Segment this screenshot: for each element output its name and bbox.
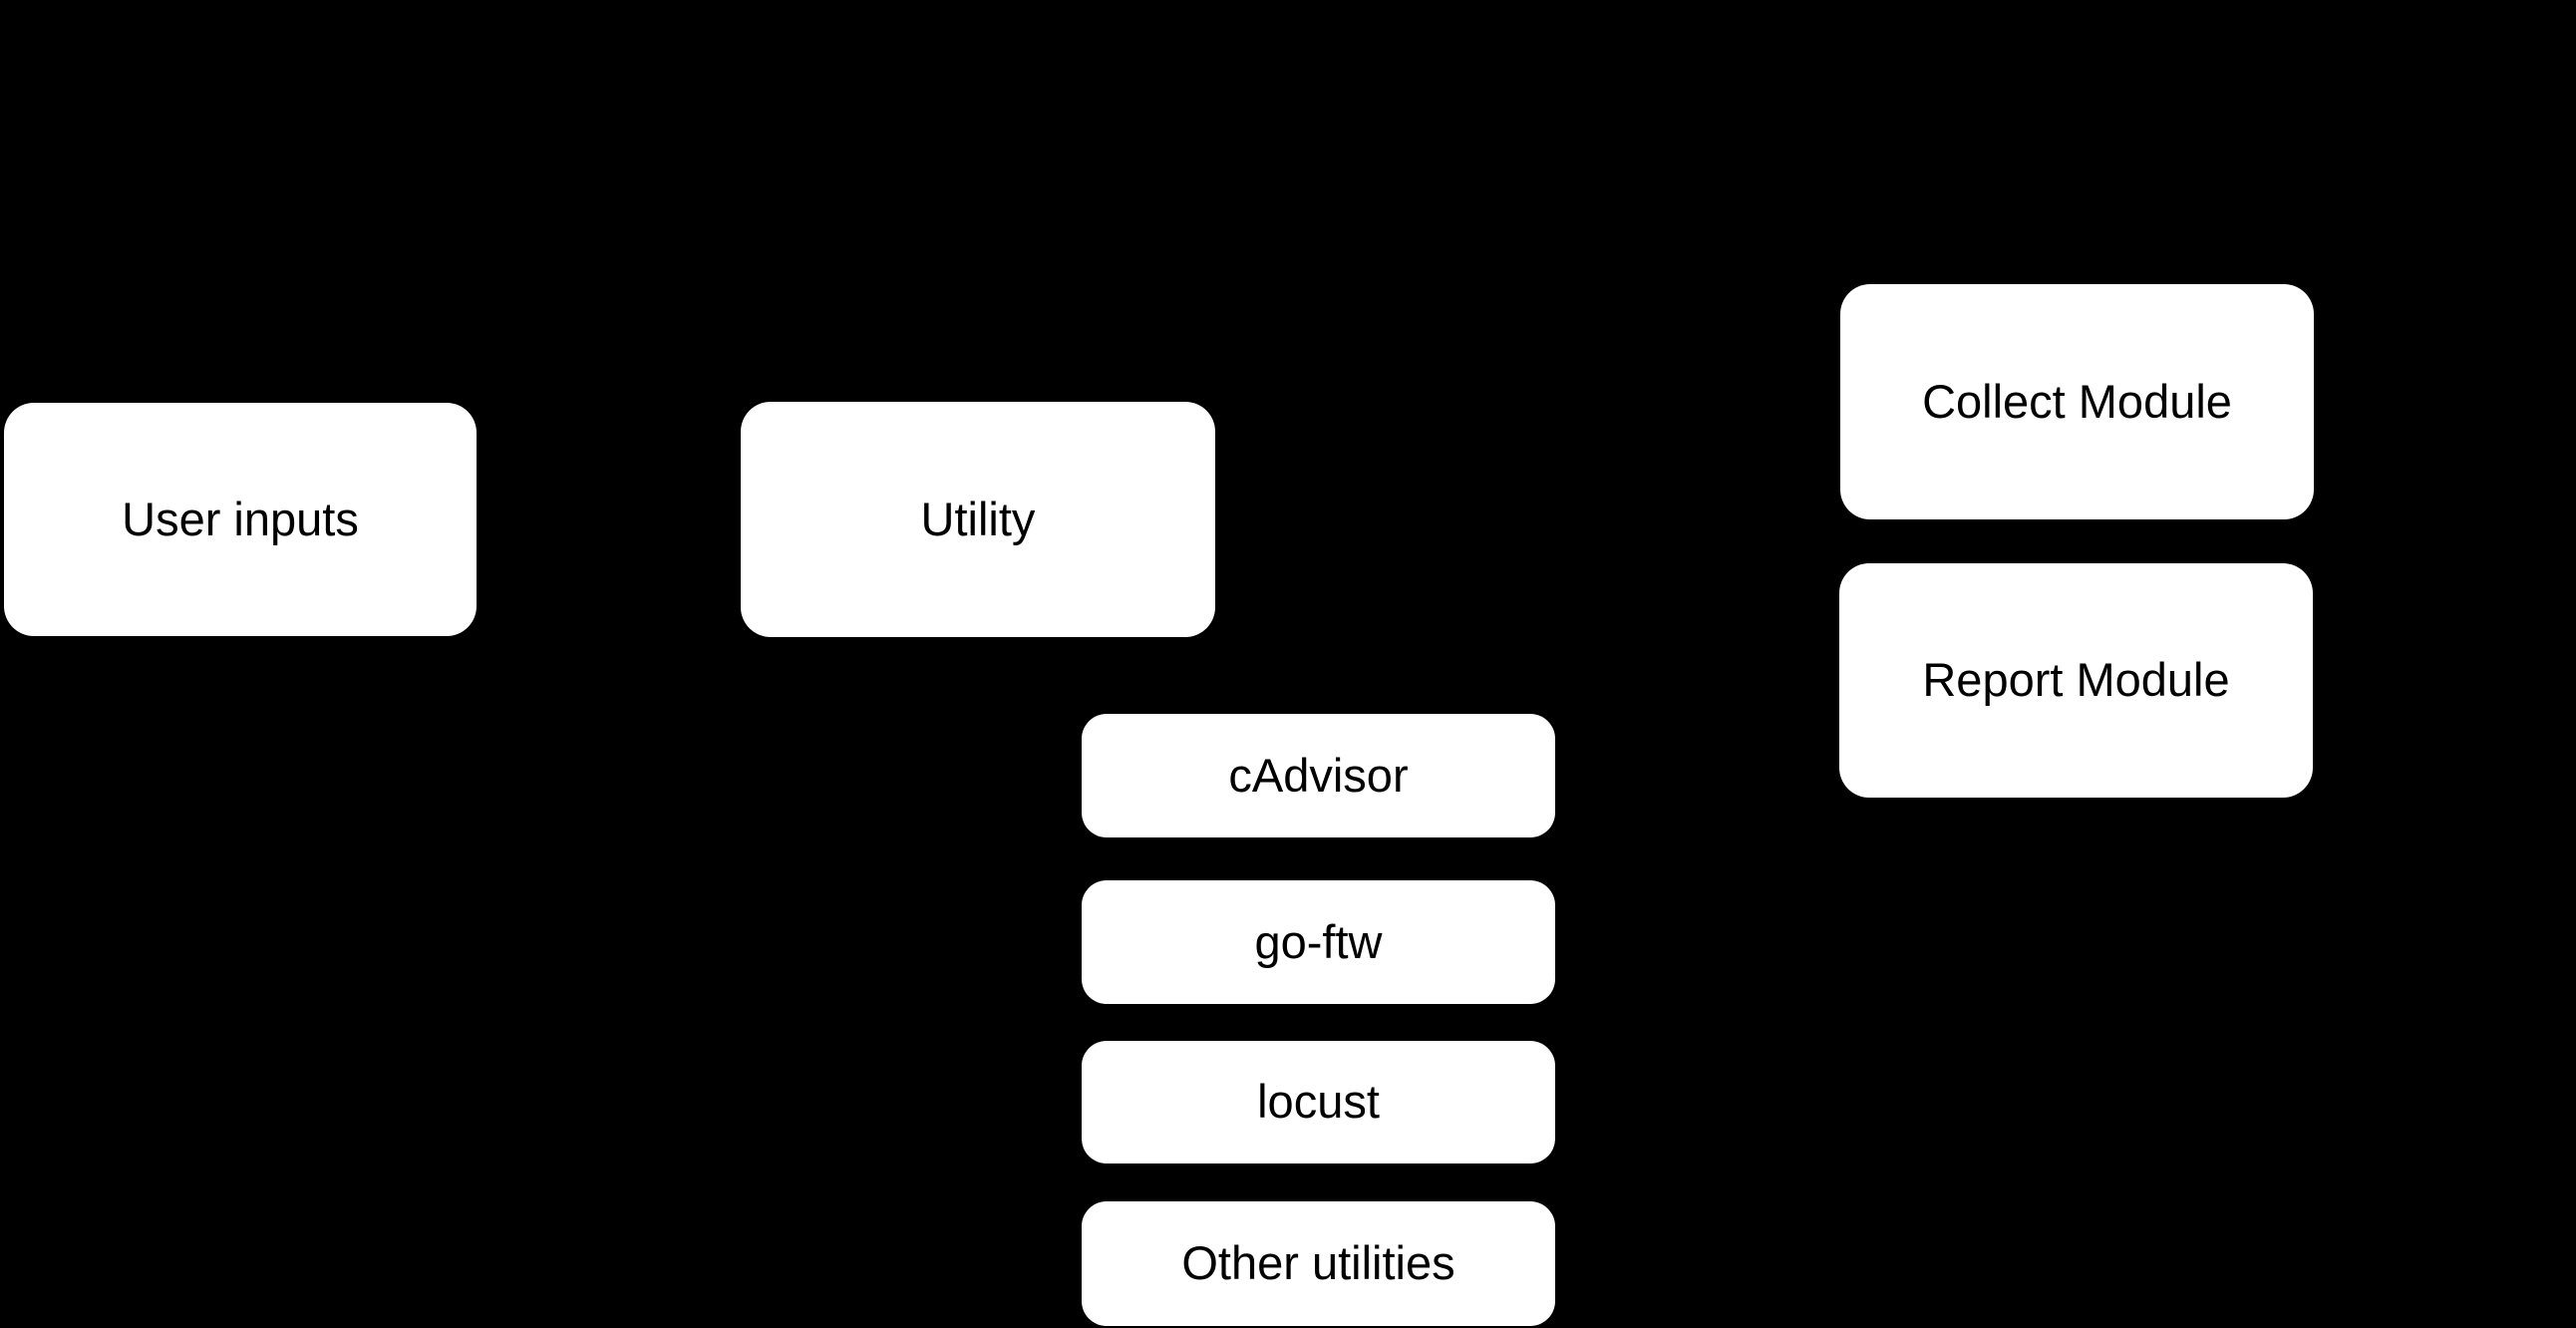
node-go-ftw: go-ftw [1082, 880, 1555, 1004]
node-locust: locust [1082, 1041, 1555, 1163]
node-go-ftw-label: go-ftw [1254, 914, 1383, 968]
node-other-utilities: Other utilities [1082, 1201, 1555, 1326]
node-collect-module-label: Collect Module [1922, 374, 2232, 428]
node-report-module: Report Module [1839, 563, 2313, 798]
node-locust-label: locust [1257, 1075, 1380, 1129]
node-other-utilities-label: Other utilities [1181, 1236, 1455, 1290]
node-cadvisor: cAdvisor [1082, 714, 1555, 837]
node-collect-module: Collect Module [1840, 284, 2314, 519]
node-utility-label: Utility [920, 492, 1036, 545]
node-report-module-label: Report Module [1922, 653, 2230, 707]
node-cadvisor-label: cAdvisor [1228, 748, 1409, 802]
node-user-inputs-label: User inputs [122, 492, 359, 545]
node-utility: Utility [741, 402, 1215, 637]
node-user-inputs: User inputs [4, 403, 477, 636]
